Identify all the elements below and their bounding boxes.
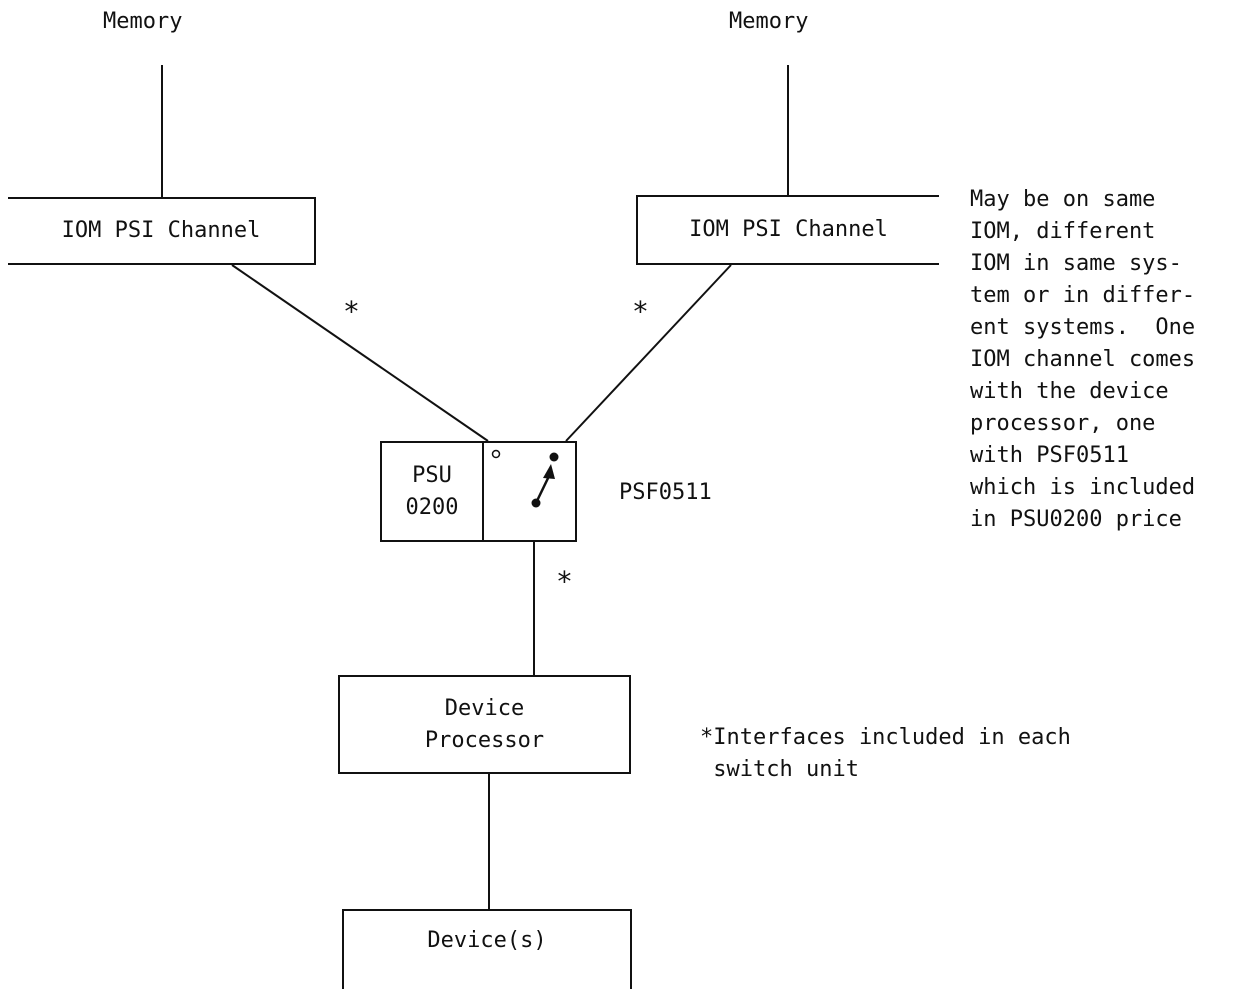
switch-contact-top-icon [549,452,559,462]
devices-label: Device(s) [427,928,547,953]
memory-left-label: Memory [103,9,183,34]
iom-psi-channel-right-label: IOM PSI Channel [689,217,888,242]
iom-psi-channel-left-label: IOM PSI Channel [61,218,261,243]
memory-right-label: Memory [729,9,809,34]
switch-arrowhead-icon [543,464,555,479]
psf0511-label: PSF0511 [619,480,712,505]
devices-box: Device(s) [342,909,632,989]
interface-marker-bottom: * [556,565,573,598]
device-processor-label: Device Processor [424,695,545,753]
device-processor-box: Device Processor [338,675,631,774]
interfaces-footnote: *Interfaces included in each switch unit [700,725,1071,782]
psf0511-switch-box [482,441,577,542]
iom-psi-channel-right-box: IOM PSI Channel [636,195,939,265]
iom-right-to-switch-link [565,264,732,442]
iom-psi-channel-left-box: IOM PSI Channel [8,197,316,265]
side-note: May be on same IOM, different IOM in sam… [970,187,1196,532]
psu-0200-label: PSU 0200 [405,462,459,520]
iom-left-to-switch-link [231,264,489,442]
psu-0200-box: PSU 0200 [380,441,484,542]
switch-lever-icon [534,473,552,504]
interface-marker-left: * [343,295,360,328]
interface-marker-right: * [632,295,649,328]
switch-open-contact-icon [491,449,501,459]
